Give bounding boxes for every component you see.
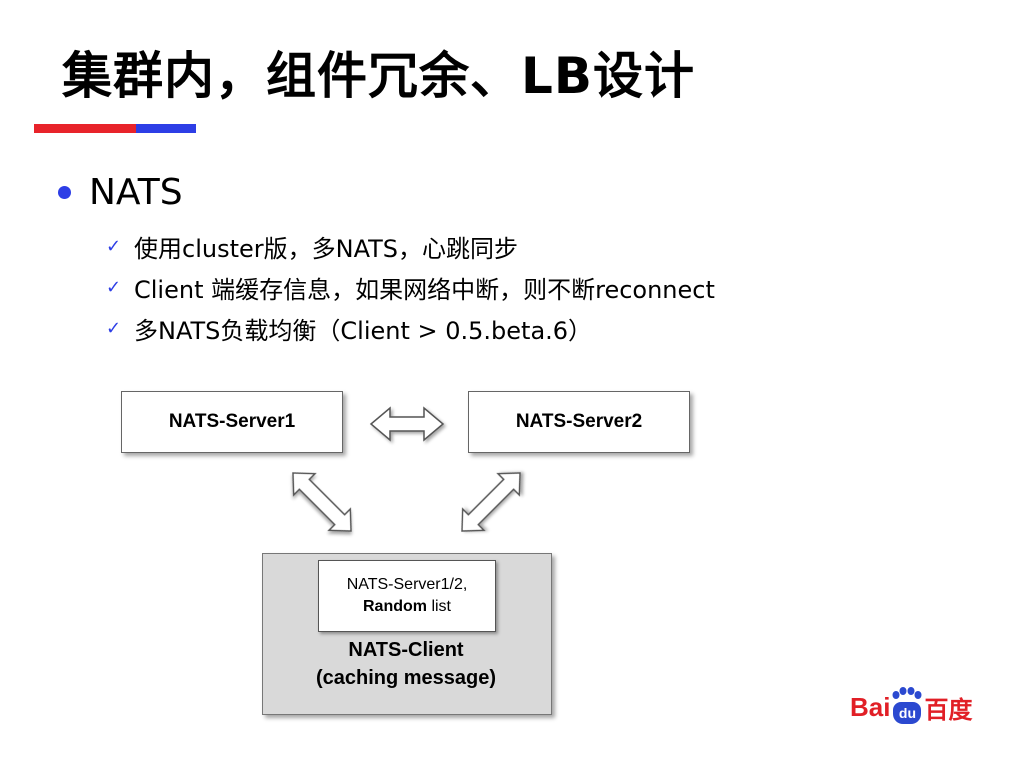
sub-bullet-text: Client 端缓存信息，如果网络中断，则不断reconnect [134,276,715,304]
paw-toes-icon [892,686,922,699]
double-arrow-diagonal-right-icon [461,472,521,532]
bullet-item: NATS [58,172,183,213]
checkmark-icon: ✓ [106,318,122,339]
random-label: Random [363,598,427,615]
bullet-text: NATS [89,172,183,213]
slide-title: 集群内，组件冗余、LB设计 [62,47,695,105]
sub-bullet-list: ✓ 使用cluster版，多NATS，心跳同步 ✓ Client 端缓存信息，如… [106,226,715,349]
checkmark-icon: ✓ [106,277,122,298]
double-arrow-horizontal-icon [369,406,445,442]
client-label-line1: NATS-Client [348,639,464,661]
sub-bullet-item: ✓ Client 端缓存信息，如果网络中断，则不断reconnect [106,267,715,308]
checkmark-icon: ✓ [106,236,122,257]
baidu-logo: Bai du 百度 [850,686,973,725]
title-underline-blue [136,124,196,133]
list-label: list [427,598,451,615]
nats-server1-box: NATS-Server1 [121,391,343,453]
double-arrow-diagonal-left-icon [292,472,352,532]
server-list-box: NATS-Server1/2, Random list [318,560,496,632]
logo-cn-text: 百度 [924,697,973,724]
server-list-line2: Random list [319,596,495,618]
logo-bai-text: Bai [850,692,891,722]
nats-client-label: NATS-Client (caching message) [262,636,550,692]
bullet-dot-icon [58,186,71,199]
server-list-line1: NATS-Server1/2, [346,576,468,593]
sub-bullet-text: 多NATS负载均衡（Client > 0.5.beta.6） [134,317,593,345]
sub-bullet-item: ✓ 使用cluster版，多NATS，心跳同步 [106,226,715,267]
sub-bullet-text: 使用cluster版，多NATS，心跳同步 [134,235,519,263]
title-underline-red [34,124,136,133]
sub-bullet-item: ✓ 多NATS负载均衡（Client > 0.5.beta.6） [106,308,715,349]
client-label-line2: (caching message) [315,667,497,689]
logo-du-text: du [893,701,922,724]
nats-server2-box: NATS-Server2 [468,391,690,453]
paw-icon: du [891,686,923,724]
